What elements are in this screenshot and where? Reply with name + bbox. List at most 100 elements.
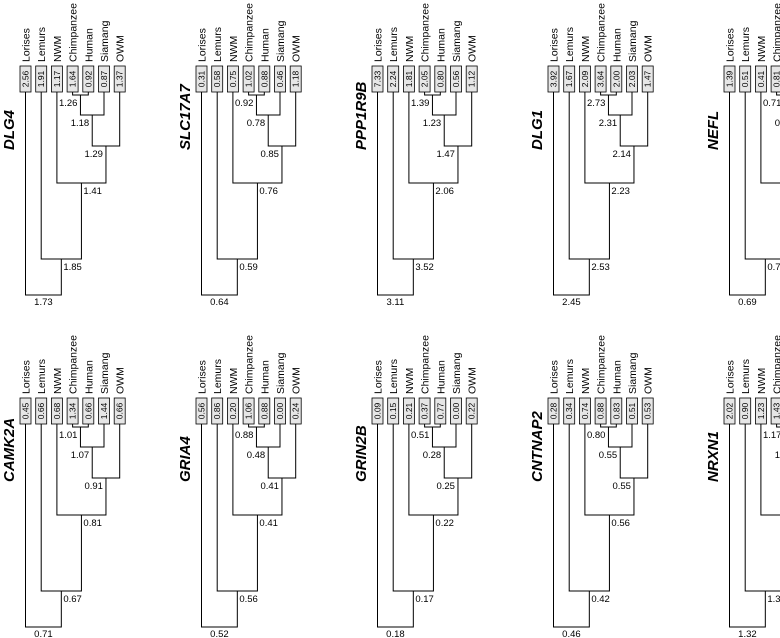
gene-label: NRXN1 [705, 431, 722, 482]
taxon-label: NWM [756, 36, 768, 62]
taxon-label: Lemurs [36, 359, 48, 394]
tree-branches [201, 424, 297, 628]
tip-value: 1.23 [756, 402, 766, 419]
node-value: 0.85 [260, 149, 279, 160]
tip-value: 1.37 [115, 70, 125, 87]
gene-label: GRIN2B [353, 425, 370, 482]
tip-value: 1.12 [467, 70, 477, 87]
tip-value: 1.39 [725, 70, 735, 87]
tree-panel-nefl: NEFLLorises1.39Lemurs0.51NWM0.41Chimpanz… [705, 3, 780, 308]
node-value: 2.53 [591, 262, 610, 273]
tip-value: 2.09 [580, 70, 590, 87]
taxon-label: Chimpanzee [244, 335, 256, 394]
taxon-label: Lemurs [564, 359, 576, 394]
tip-value: 0.68 [52, 402, 62, 419]
node-value: 0.64 [210, 297, 229, 308]
tip-value: 3.92 [549, 70, 559, 87]
tip-value: 1.17 [52, 70, 62, 87]
taxon-label: NWM [228, 368, 240, 394]
tip-value: 0.24 [291, 402, 301, 419]
taxon-label: OWM [643, 35, 655, 62]
tip-value: 0.80 [435, 70, 445, 87]
node-value: 1.35 [767, 594, 780, 605]
node-value: 0.75 [767, 262, 780, 273]
taxon-label: NWM [756, 368, 768, 394]
tree-branches [553, 424, 649, 628]
tip-value: 1.18 [291, 70, 301, 87]
taxon-label: Lorises [725, 28, 737, 62]
taxon-label: Human [611, 360, 623, 394]
gene-label: DLG1 [529, 110, 546, 150]
node-value: 1.32 [738, 629, 757, 638]
taxon-label: Lemurs [212, 359, 224, 394]
taxon-label: OWM [115, 367, 127, 394]
tip-value: 1.02 [244, 70, 254, 87]
taxon-label: Chimpanzee [244, 3, 256, 62]
node-value: 1.01 [59, 430, 78, 441]
taxon-label: Human [435, 28, 447, 62]
node-value: 1.41 [83, 186, 102, 197]
tree-panel-gria4: GRIA4Lorises0.56Lemurs0.86NWM0.20Chimpan… [177, 335, 303, 638]
node-value: 1.26 [775, 450, 780, 461]
node-value: 2.31 [599, 118, 618, 129]
node-value: 0.67 [63, 594, 82, 605]
taxon-label: Chimpanzee [772, 335, 780, 394]
taxon-label: OWM [467, 35, 479, 62]
taxon-label: OWM [467, 367, 479, 394]
tip-value: 1.81 [404, 70, 414, 87]
tree-panel-nrxn1: NRXN1Lorises2.02Lemurs0.90NWM1.23Chimpan… [705, 335, 780, 638]
node-value: 0.22 [435, 518, 454, 529]
taxon-label: Human [435, 360, 447, 394]
taxon-label: NWM [52, 36, 64, 62]
taxon-label: Lemurs [212, 27, 224, 62]
tip-value: 0.37 [420, 402, 430, 419]
tree-branches [25, 424, 121, 628]
taxon-label: Chimpanzee [420, 3, 432, 62]
node-value: 0.51 [411, 430, 430, 441]
taxon-label: Chimpanzee [596, 335, 608, 394]
tip-value: 1.64 [68, 70, 78, 87]
node-value: 0.25 [436, 481, 455, 492]
tip-value: 0.46 [275, 70, 285, 87]
tip-value: 0.09 [373, 402, 383, 419]
tip-value: 7.33 [373, 70, 383, 87]
taxon-label: Lorises [725, 360, 737, 394]
tree-panel-grin2b: GRIN2BLorises0.09Lemurs0.15NWM0.21Chimpa… [353, 335, 479, 638]
node-value: 2.06 [435, 186, 454, 197]
tip-value: 0.75 [228, 70, 238, 87]
taxon-label: OWM [115, 35, 127, 62]
gene-label: CAMK2A [1, 418, 18, 482]
taxon-label: Lorises [197, 360, 209, 394]
node-value: 2.23 [611, 186, 630, 197]
node-value: 3.11 [387, 297, 405, 308]
tip-value: 2.05 [420, 70, 430, 87]
tip-value: 1.34 [68, 402, 78, 419]
tip-value: 0.45 [21, 402, 31, 419]
node-value: 0.88 [235, 430, 254, 441]
node-value: 0.69 [738, 297, 757, 308]
tree-panel-ppp1r9b: PPP1R9BLorises7.33Lemurs2.24NWM1.81Chimp… [353, 3, 479, 308]
tip-value: 0.90 [740, 402, 750, 419]
node-value: 1.23 [423, 118, 442, 129]
node-value: 0.52 [210, 629, 229, 638]
node-value: 0.80 [587, 430, 606, 441]
tip-value: 0.41 [756, 70, 766, 87]
tree-panel-slc17a7: SLC17A7Lorises0.31Lemurs0.58NWM0.75Chimp… [177, 3, 303, 308]
taxon-label: Lorises [373, 28, 385, 62]
taxon-label: Human [83, 360, 95, 394]
node-value: 2.14 [612, 149, 631, 160]
tip-value: 0.88 [259, 70, 269, 87]
node-value: 2.45 [562, 297, 581, 308]
taxon-label: Siamang [627, 352, 639, 394]
node-value: 0.71 [34, 629, 53, 638]
taxon-label: Siamang [99, 20, 111, 62]
tip-value: 0.74 [580, 402, 590, 419]
tip-value: 1.47 [643, 70, 653, 87]
gene-label: NEFL [705, 111, 722, 150]
tree-branches [553, 92, 649, 296]
node-value: 0.55 [599, 450, 618, 461]
tip-value: 0.66 [36, 402, 46, 419]
taxon-label: NWM [404, 368, 416, 394]
tip-value: 1.06 [244, 402, 254, 419]
taxon-label: Lorises [373, 360, 385, 394]
